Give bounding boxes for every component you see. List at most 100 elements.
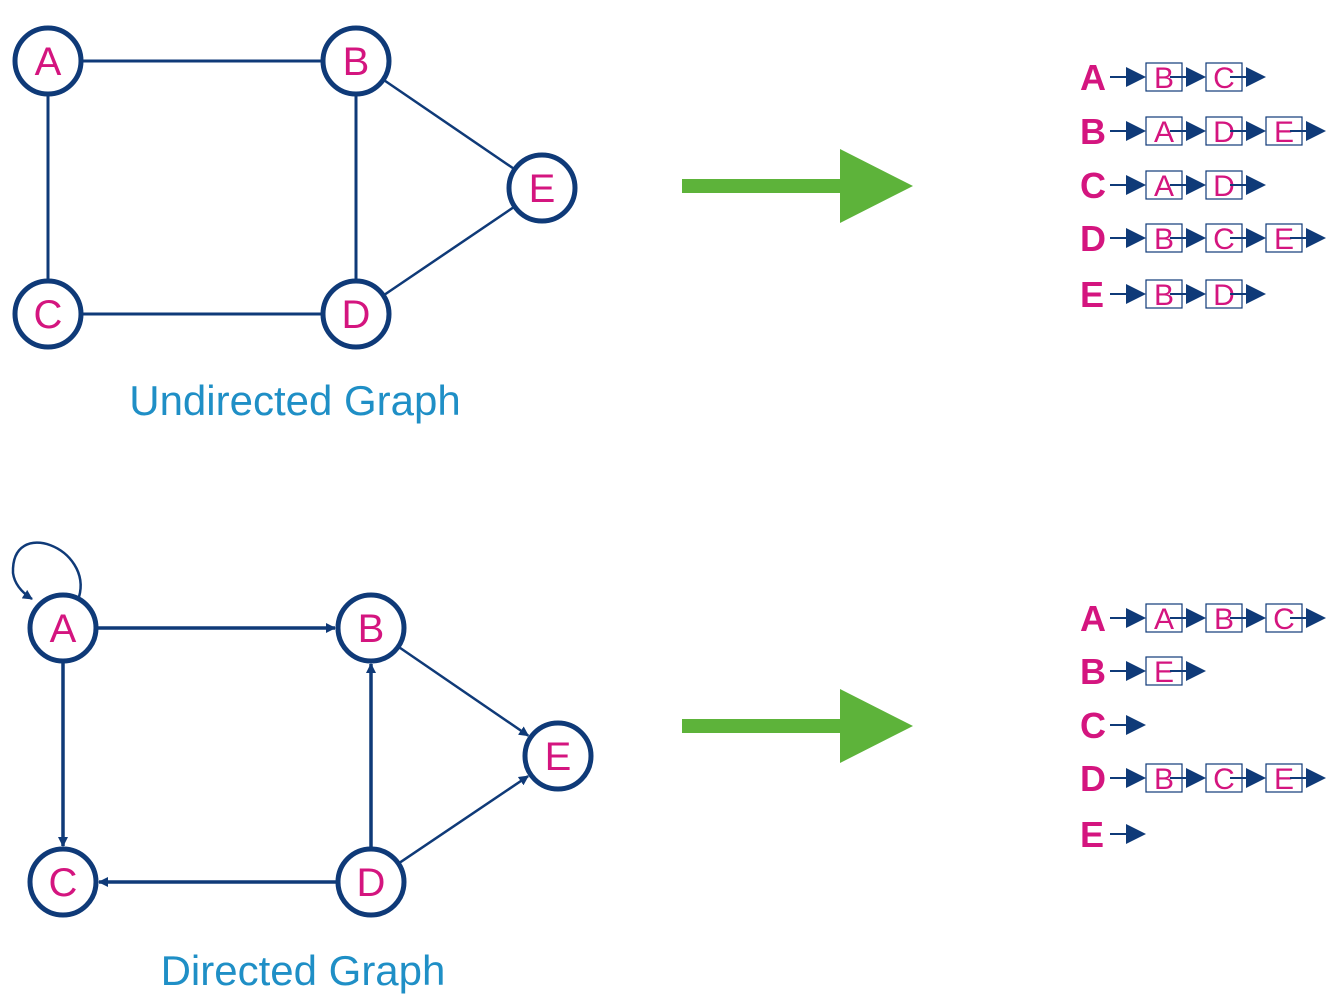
- adj-pointer-arrowhead: [1186, 175, 1206, 195]
- adj-pointer-arrowhead: [1186, 284, 1206, 304]
- node-label: D: [342, 293, 371, 337]
- adj-row-head: D: [1080, 218, 1106, 259]
- adj-pointer-arrowhead: [1186, 661, 1206, 681]
- node-label: E: [529, 167, 556, 211]
- adj-cell-label: B: [1154, 279, 1174, 312]
- directed-node-d: D: [335, 846, 407, 918]
- node-label: A: [35, 40, 62, 84]
- directed-node-b: B: [335, 592, 407, 664]
- transform-arrow-shaft: [682, 179, 844, 193]
- adj-cell-box: [1145, 603, 1183, 633]
- adj-pointer-arrowhead: [1246, 175, 1266, 195]
- node-circle: [12, 278, 84, 350]
- transform-arrow-head: [840, 149, 913, 223]
- node-label: C: [49, 861, 78, 905]
- adj-cell-label: E: [1274, 116, 1294, 149]
- adj-cell-box: [1145, 62, 1183, 92]
- adj-cell-box: [1145, 116, 1183, 146]
- directed-graph: A B C D E Directed Graph: [11, 541, 594, 994]
- adj-pointer-arrowhead: [1306, 121, 1326, 141]
- transform-arrow-undirected: [682, 149, 913, 223]
- directed-edges: [11, 541, 530, 887]
- transform-arrow-directed: [682, 689, 913, 763]
- adj-pointer-arrowhead: [1126, 768, 1146, 788]
- node-circle: [522, 720, 594, 792]
- node-circle: [27, 592, 99, 664]
- directed-graph-caption: Directed Graph: [161, 947, 446, 994]
- undirected-nodes: A B C D E: [12, 25, 578, 350]
- directed-node-c: C: [27, 846, 99, 918]
- adj-cell-label: A: [1154, 170, 1174, 203]
- directed-nodes: A B C D E: [27, 592, 594, 918]
- node-circle: [335, 592, 407, 664]
- adj-row-head: C: [1080, 165, 1106, 206]
- adj-row-head: A: [1080, 598, 1106, 639]
- adj-pointer-arrowhead: [1126, 175, 1146, 195]
- adj-pointer-arrowhead: [1126, 715, 1146, 735]
- adj-cell-label: A: [1154, 116, 1174, 149]
- adj-pointer-arrowhead: [1246, 121, 1266, 141]
- undirected-node-e: E: [506, 152, 578, 224]
- adj-pointer-arrowhead: [1126, 824, 1146, 844]
- node-circle: [27, 846, 99, 918]
- undirected-node-d: D: [320, 278, 392, 350]
- adj-cell-label: C: [1273, 603, 1295, 636]
- node-label: E: [545, 735, 572, 779]
- adj-cell-label: E: [1274, 223, 1294, 256]
- adj-cell-label: D: [1213, 170, 1235, 203]
- undirected-graph-caption: Undirected Graph: [129, 377, 461, 424]
- edge-b-e: [382, 78, 516, 171]
- undirected-edges: [46, 59, 516, 316]
- node-circle: [320, 278, 392, 350]
- node-label: B: [343, 40, 370, 84]
- adj-cell-label: B: [1154, 62, 1174, 95]
- adj-row-head: D: [1080, 758, 1106, 799]
- adj-pointer-arrowhead: [1246, 608, 1266, 628]
- adj-pointer-arrowhead: [1126, 661, 1146, 681]
- adj-pointer-arrowhead: [1126, 608, 1146, 628]
- adj-cell-label: B: [1154, 763, 1174, 796]
- adj-pointer-arrowhead: [1126, 284, 1146, 304]
- adj-pointer-arrowhead: [1186, 67, 1206, 87]
- adj-pointer-arrowhead: [1126, 228, 1146, 248]
- adj-pointer-arrowhead: [1126, 67, 1146, 87]
- directed-adj-row-e: E: [1080, 814, 1146, 855]
- undirected-node-c: C: [12, 278, 84, 350]
- adj-row-head: A: [1080, 57, 1106, 98]
- undirected-graph: A B C D E Undirected Graph: [12, 25, 578, 424]
- adj-pointer-arrowhead: [1186, 608, 1206, 628]
- undirected-adj-row-a: A B C: [1080, 57, 1266, 98]
- adj-pointer-arrowhead: [1306, 608, 1326, 628]
- directed-adj-row-c: C: [1080, 705, 1146, 746]
- directed-node-a: A: [27, 592, 99, 664]
- adj-pointer-arrowhead: [1186, 768, 1206, 788]
- adj-row-head: B: [1080, 651, 1106, 692]
- edge-d-e: [397, 775, 529, 865]
- adj-pointer-arrowhead: [1306, 768, 1326, 788]
- adj-cell-label: C: [1213, 223, 1235, 256]
- adj-row-head: E: [1080, 814, 1104, 855]
- node-circle: [506, 152, 578, 224]
- adj-pointer-arrowhead: [1186, 228, 1206, 248]
- adj-cell-label: E: [1154, 656, 1174, 689]
- adj-cell-label: D: [1213, 116, 1235, 149]
- adj-pointer-arrowhead: [1186, 121, 1206, 141]
- adj-pointer-arrowhead: [1246, 228, 1266, 248]
- adj-row-head: E: [1080, 274, 1104, 315]
- node-circle: [320, 25, 392, 97]
- edge-a-a-self-loop: [11, 541, 82, 601]
- edge-d-e: [382, 205, 516, 297]
- adj-cell-label: A: [1154, 603, 1174, 636]
- node-circle: [335, 846, 407, 918]
- adj-cell-label: C: [1213, 62, 1235, 95]
- adj-pointer-arrowhead: [1246, 768, 1266, 788]
- adj-cell-label: B: [1154, 223, 1174, 256]
